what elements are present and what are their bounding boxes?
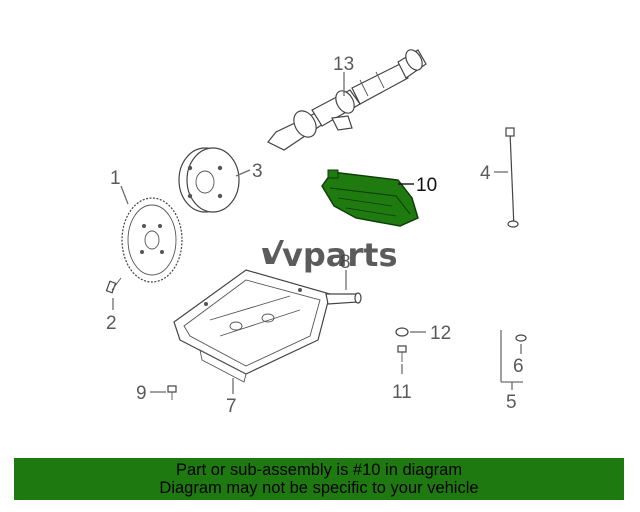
callout-4: 4: [480, 163, 491, 184]
bolt-2[interactable]: [105, 277, 122, 294]
washer-12[interactable]: [395, 327, 409, 337]
watermark-text: vparts: [282, 236, 397, 274]
torque-converter[interactable]: [178, 147, 240, 213]
info-banner: Part or sub-assembly is #10 in diagram D…: [14, 458, 624, 500]
callout-5: 5: [506, 392, 517, 413]
bolt-11[interactable]: [397, 345, 407, 362]
vparts-logo-icon: [262, 240, 284, 264]
o-ring[interactable]: [515, 334, 527, 342]
callout-7: 7: [226, 396, 237, 417]
callout-6: 6: [513, 356, 524, 377]
drive-shaft[interactable]: [267, 47, 427, 151]
oil-pan[interactable]: [173, 269, 331, 383]
callout-2: 2: [106, 313, 117, 334]
pickup-tube[interactable]: [325, 292, 362, 305]
callout-11: 11: [392, 382, 412, 403]
callout-1: 1: [110, 168, 121, 189]
parts-diagram: 13 3 1 2 10: [105, 47, 527, 417]
callout-8: 8: [340, 252, 351, 273]
banner-line-2: Diagram may not be specific to your vehi…: [159, 479, 479, 497]
callout-10: 10: [416, 175, 437, 196]
callout-3: 3: [252, 161, 263, 182]
banner-line-1: Part or sub-assembly is #10 in diagram: [175, 461, 463, 479]
vparts-watermark: vparts: [262, 236, 397, 274]
bolt-9[interactable]: [167, 385, 177, 400]
dipstick[interactable]: [505, 127, 515, 229]
transmission-filter-highlighted[interactable]: [321, 169, 419, 227]
callout-13: 13: [333, 54, 354, 75]
callout-12: 12: [430, 323, 451, 344]
flex-plate[interactable]: [121, 197, 183, 283]
dipstick-tube[interactable]: [498, 220, 524, 332]
callout-9: 9: [136, 383, 147, 404]
